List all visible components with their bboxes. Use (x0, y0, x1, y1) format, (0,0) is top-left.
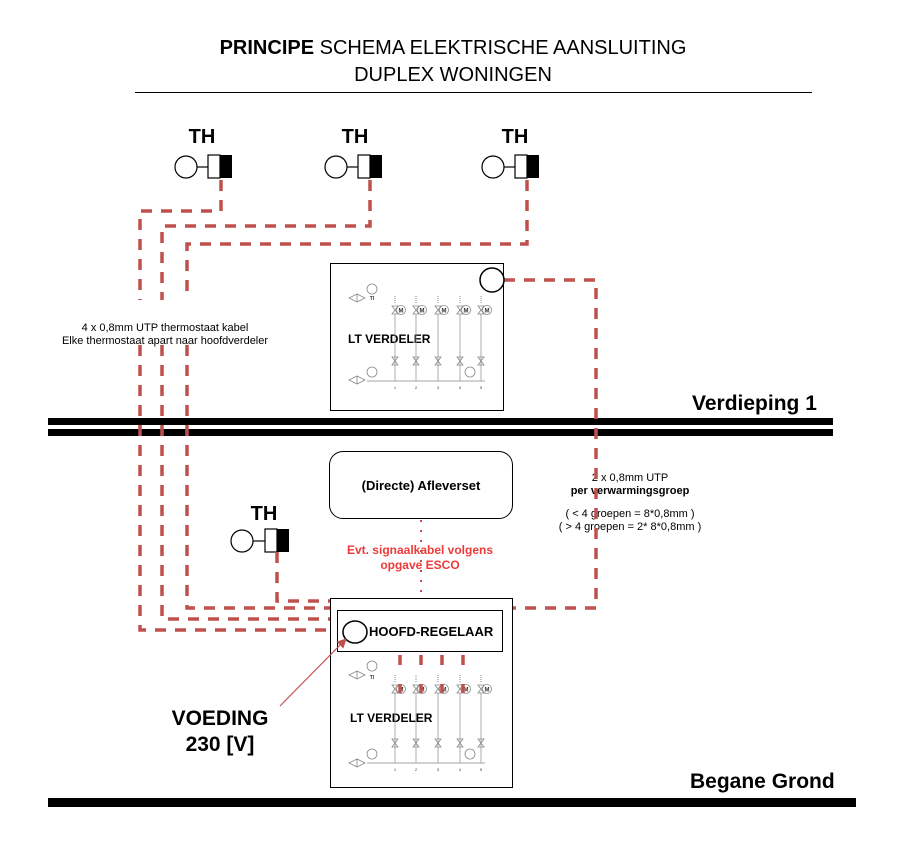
thermostat-label-4: TH (250, 503, 278, 525)
floor-slab-upper-2 (48, 429, 833, 436)
voeding-arrow (279, 638, 347, 707)
motor-label: M (442, 309, 447, 315)
motor-label: M (420, 309, 425, 315)
thermostat-cable-note: 4 x 0,8mm UTP thermostaat kabel Elke the… (20, 322, 310, 348)
utp-note-line1: 2 x 0,8mm UTP (591, 472, 669, 484)
regelaar-connection-icon (342, 620, 368, 644)
title-line1: SCHEMA ELEKTRISCHE AANSLUITING (314, 37, 687, 59)
verdeler-controller-icon (479, 267, 505, 293)
lt-verdeler-upper (330, 263, 504, 411)
cable-utp (504, 278, 598, 610)
group-number: 1 (394, 385, 397, 390)
floor-label-begane-grond: Begane Grond (690, 770, 835, 793)
lt-verdeler-upper-label: LT VERDELER (348, 332, 431, 346)
title-underline (135, 92, 812, 93)
lt-verdeler-lower-label: LT VERDELER (350, 711, 433, 725)
floor-slab-ground (48, 798, 856, 807)
voeding-label: VOEDING 230 [V] (150, 706, 290, 758)
group-number: 5 (480, 767, 483, 772)
ti-label: TI (370, 296, 375, 302)
group-number: 4 (459, 767, 462, 772)
group-number: 4 (459, 385, 462, 390)
verdeler-group-4: M4 (456, 296, 471, 390)
motor-label: M (485, 309, 490, 315)
afleverset-label: (Directe) Afleverset (361, 477, 481, 493)
hoofd-regelaar-label: HOOFD-REGELAAR (369, 624, 494, 639)
verdeler-group-3: M3 (434, 296, 449, 390)
ti-label: TI (370, 675, 375, 681)
verdeler-group-5: M5 (477, 296, 492, 390)
diagram-subtitle: DUPLEX WONINGEN (354, 64, 552, 86)
thermostat-label-2: TH (341, 126, 369, 148)
verdeler-schematic-lower (348, 660, 485, 768)
utp-note-line2: per verwarmingsgroep (570, 485, 690, 497)
verdeler-group-2: M2 (412, 296, 427, 390)
cable-th1-lower (138, 345, 330, 632)
motor-label: M (464, 309, 469, 315)
motor-label: M (442, 688, 447, 694)
title-bold: PRINCIPE (219, 37, 315, 59)
group-number: 5 (480, 385, 483, 390)
group-number: 3 (437, 767, 440, 772)
motor-label: M (485, 688, 490, 694)
cable-th3 (185, 180, 529, 300)
verdeler-group-1: M1 (391, 296, 406, 390)
verdeler-schematic-upper (348, 283, 485, 385)
group-number: 2 (415, 767, 418, 772)
diagram-title: PRINCIPE SCHEMA ELEKTRISCHE AANSLUITING (0, 36, 906, 60)
cable-th1 (138, 180, 223, 300)
group-number: 1 (394, 767, 397, 772)
motor-label: M (464, 688, 469, 694)
thermostat-label-3: TH (501, 126, 529, 148)
group-number: 3 (437, 385, 440, 390)
voeding-line2: 230 [V] (185, 733, 255, 756)
cable-th3-lower (185, 345, 330, 610)
group-number: 2 (415, 385, 418, 390)
afleverset-box: (Directe) Afleverset (329, 451, 513, 519)
thermostat-icon-2 (324, 154, 382, 179)
thermostat-icon-1 (174, 154, 232, 179)
floor-slab-upper-1 (48, 418, 833, 425)
voeding-line1: VOEDING (171, 707, 269, 730)
cable-th4 (275, 552, 330, 603)
thermostat-cable-note-line2: Elke thermostaat apart naar hoofdverdele… (61, 335, 269, 347)
thermostat-icon-4 (230, 528, 289, 553)
thermostat-cable-note-line1: 4 x 0,8mm UTP thermostaat kabel (81, 322, 249, 334)
thermostat-icon-3 (481, 154, 539, 179)
signal-cable-note-line2: opgave ESCO (380, 558, 460, 572)
cable-th2 (160, 180, 372, 300)
verdeler-group-5: M5 (477, 675, 492, 772)
motor-label: M (399, 309, 404, 315)
thermostat-label-1: TH (188, 126, 216, 148)
cable-th2-lower (160, 345, 330, 621)
floor-label-verdieping: Verdieping 1 (692, 392, 817, 415)
